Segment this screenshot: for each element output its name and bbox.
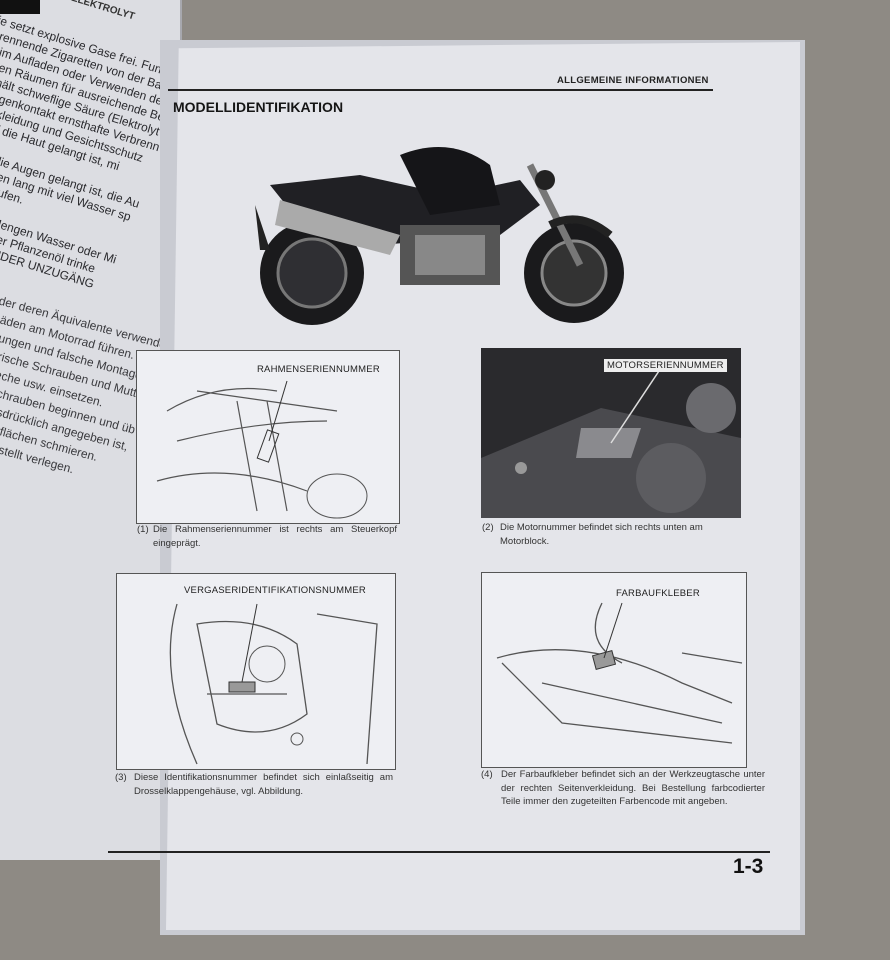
figure-frame-number: RAHMENSERIENNUMMER [136,350,400,524]
engine-photo [481,367,741,518]
figure-engine-number: MOTORSERIENNUMMER [481,348,741,518]
caption-text: Die Rahmenseriennummer ist rechts am Ste… [153,524,397,549]
section-header: ALLGEMEINE INFORMATIONEN [557,75,709,86]
caption-number: (4) [481,769,493,780]
figure-label: VERGASERIDENTIFIKATIONSNUMMER [184,585,366,596]
carburetor-drawing [169,603,378,765]
page-title: MODELLIDENTIFIKATION [173,99,344,115]
motorcycle-photo [255,147,624,325]
caption-number: (2) [482,522,494,533]
caption-2: (2) Die Motornummer befindet sich rechts… [482,521,744,548]
figure-color-label: FARBAUFKLEBER [481,572,747,768]
footer-rule [108,851,770,853]
header-rule [168,89,713,91]
left-header-tab [0,0,40,14]
caption-text: Der Farbaufkleber befindet sich an der W… [501,769,765,807]
caption-text: Die Motornummer befindet sich rechts unt… [500,522,703,547]
figure-carburetor-id: VERGASERIDENTIFIKATIONSNUMMER [116,573,396,770]
caption-text: Diese Identifikationsnummer befindet sic… [134,772,393,797]
figure-label: MOTORSERIENNUMMER [604,359,727,372]
figure-label: RAHMENSERIENNUMMER [257,364,380,375]
caption-1: (1) Die Rahmenseriennummer ist rechts am… [137,523,397,550]
caption-3: (3) Diese Identifikationsnummer befindet… [115,771,393,798]
figure-label: FARBAUFKLEBER [616,588,700,599]
caption-4: (4) Der Farbaufkleber befindet sich an d… [481,768,765,809]
frame-side-drawing [496,602,743,744]
caption-number: (1) [137,524,149,535]
frame-drawing [156,380,368,519]
page-number: 1-3 [733,855,764,878]
caption-number: (3) [115,772,127,783]
